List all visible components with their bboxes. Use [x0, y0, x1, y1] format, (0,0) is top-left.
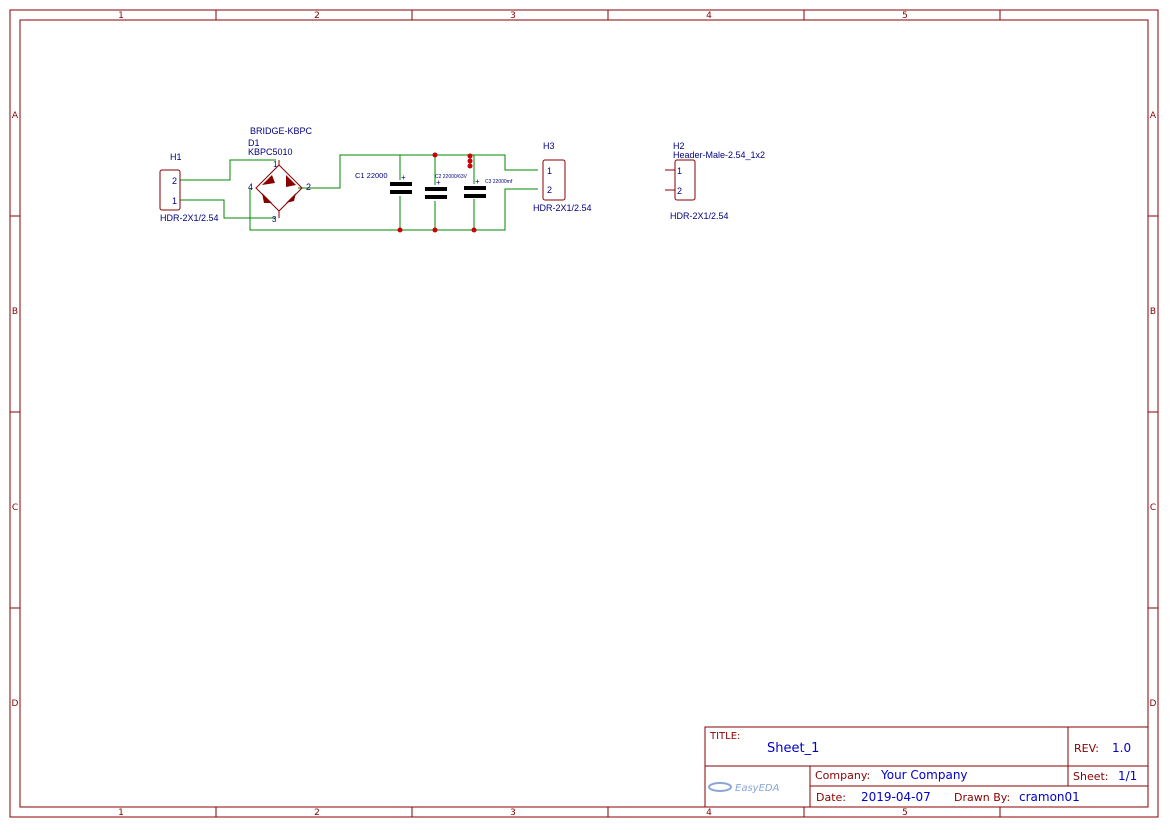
company-label: Company:: [815, 769, 870, 782]
diode-icon: [262, 175, 275, 185]
h3-pin-2: 2: [547, 185, 552, 195]
h3-footprint: HDR-2X1/2.54: [533, 203, 592, 213]
title-label: TITLE:: [709, 731, 740, 742]
zone-row-right-a: A: [1150, 111, 1157, 121]
capacitor-c3-plate-top: [464, 186, 486, 190]
capacitor-c2-plate-bottom: [425, 195, 447, 199]
zone-col-top-2: 2: [314, 11, 320, 21]
connector-h3-body: [542, 159, 566, 201]
d1-pin-4: 4: [248, 182, 253, 192]
diode-icon: [262, 193, 272, 203]
junction-dot: [471, 227, 477, 233]
sheet-value: 1/1: [1118, 769, 1137, 783]
h1-pin-1: 1: [172, 196, 177, 206]
junction-dot: [432, 227, 438, 233]
connector-h1-body: [159, 169, 181, 211]
zone-row-left-a: A: [12, 111, 19, 121]
d1-pin-1: 1: [273, 160, 278, 169]
drawing-frame: [9, 9, 1159, 818]
zone-col-bottom-5: 5: [902, 808, 908, 818]
zone-col-top-5: 5: [902, 11, 908, 21]
d1-value: KBPC5010: [248, 147, 293, 157]
capacitor-c2-plate-top: [425, 187, 447, 191]
company-value: Your Company: [880, 768, 968, 782]
h2-name: Header-Male-2.54_1x2: [673, 150, 765, 160]
rev-value: 1.0: [1112, 741, 1131, 755]
zone-row-right-b: B: [1150, 307, 1156, 317]
zone-col-bottom-2: 2: [314, 808, 320, 818]
d1-designator: D1: [248, 138, 260, 148]
date-value: 2019-04-07: [861, 790, 931, 804]
zone-col-top-3: 3: [510, 11, 516, 21]
junction-dot: [397, 227, 403, 233]
zone-labels: 1 2 3 4 5 1 2 3 4 5 A B C D A B C D: [12, 11, 1157, 818]
capacitor-c1-plate-top: [390, 182, 412, 186]
easyeda-logo: EasyEDA: [708, 782, 780, 794]
h2-pin-2: 2: [677, 186, 682, 196]
sheet-label: Sheet:: [1073, 770, 1109, 783]
diode-icon: [286, 175, 296, 187]
zone-col-top-1: 1: [118, 11, 124, 21]
zone-row-left-d: D: [12, 699, 19, 709]
c3-plus: +: [475, 177, 480, 186]
connector-h3[interactable]: H3 1 2 HDR-2X1/2.54: [533, 141, 592, 213]
easyeda-logo-icon: [708, 782, 732, 792]
zone-row-right-d: D: [1150, 699, 1157, 709]
h3-pin-1: 1: [547, 166, 552, 176]
d1-name: BRIDGE-KBPC: [250, 126, 313, 136]
junctions: [397, 152, 477, 233]
date-label: Date:: [816, 791, 846, 804]
c1-plus: +: [401, 173, 406, 182]
rev-label: REV:: [1074, 742, 1099, 755]
h1-footprint: HDR-2X1/2.54: [160, 213, 219, 223]
junction-dot: [467, 153, 473, 159]
bridge-diamond: [255, 164, 303, 212]
h3-designator: H3: [543, 141, 555, 151]
zone-row-left-c: C: [12, 503, 18, 513]
zone-col-bottom-3: 3: [510, 808, 516, 818]
zone-col-bottom-4: 4: [706, 808, 712, 818]
h2-footprint: HDR-2X1/2.54: [670, 211, 729, 221]
capacitor-c1-plate-bottom: [390, 190, 412, 194]
connector-h1[interactable]: H1 2 1 HDR-2X1/2.54: [159, 152, 219, 223]
connector-h2-body: [674, 159, 696, 201]
wire-bridge-neg-bus: [249, 188, 538, 231]
c3-label: C3 22000mf: [485, 179, 513, 185]
h1-designator: H1: [170, 152, 182, 162]
wires: [180, 154, 538, 231]
diode-icon: [286, 193, 296, 203]
zone-col-bottom-1: 1: [118, 808, 124, 818]
d1-pin-2: 2: [306, 182, 311, 192]
wire-h1-pin2-to-bridge: [180, 159, 276, 181]
d1-pin-3: 3: [272, 215, 277, 224]
sheet-title: Sheet_1: [767, 741, 819, 756]
capacitor-c2[interactable]: + C2 22000/63V: [425, 174, 468, 199]
c1-label: C1 22000: [355, 171, 388, 180]
h2-designator: H2: [673, 141, 685, 151]
capacitor-c3-plate-bottom: [464, 194, 486, 198]
junction-dot: [467, 163, 473, 169]
zone-row-right-c: C: [1150, 503, 1156, 513]
drawn-by-label: Drawn By:: [954, 791, 1010, 804]
title-block: TITLE: Sheet_1 REV: 1.0 Company: Your Co…: [704, 726, 1149, 808]
wire-bridge-pos-bus: [298, 154, 538, 189]
easyeda-logo-text: EasyEDA: [735, 783, 780, 794]
c2-label: C2 22000/63V: [435, 174, 468, 180]
capacitor-c1[interactable]: + C1 22000: [355, 171, 412, 194]
h1-pin-2: 2: [172, 176, 177, 186]
capacitor-c3[interactable]: + C3 22000mf: [464, 177, 513, 198]
h2-pin-1: 1: [677, 166, 682, 176]
junction-dot: [432, 152, 438, 158]
connector-h2[interactable]: H2 Header-Male-2.54_1x2 1 2 HDR-2X1/2.54: [665, 141, 765, 221]
zone-row-left-b: B: [12, 307, 18, 317]
drawn-by-value: cramon01: [1019, 790, 1080, 804]
zone-col-top-4: 4: [706, 11, 712, 21]
junction-dot: [467, 158, 473, 164]
bridge-rectifier-d1[interactable]: BRIDGE-KBPC D1 KBPC5010 1 2 3 4: [248, 126, 313, 224]
c2-plus: +: [436, 178, 441, 187]
